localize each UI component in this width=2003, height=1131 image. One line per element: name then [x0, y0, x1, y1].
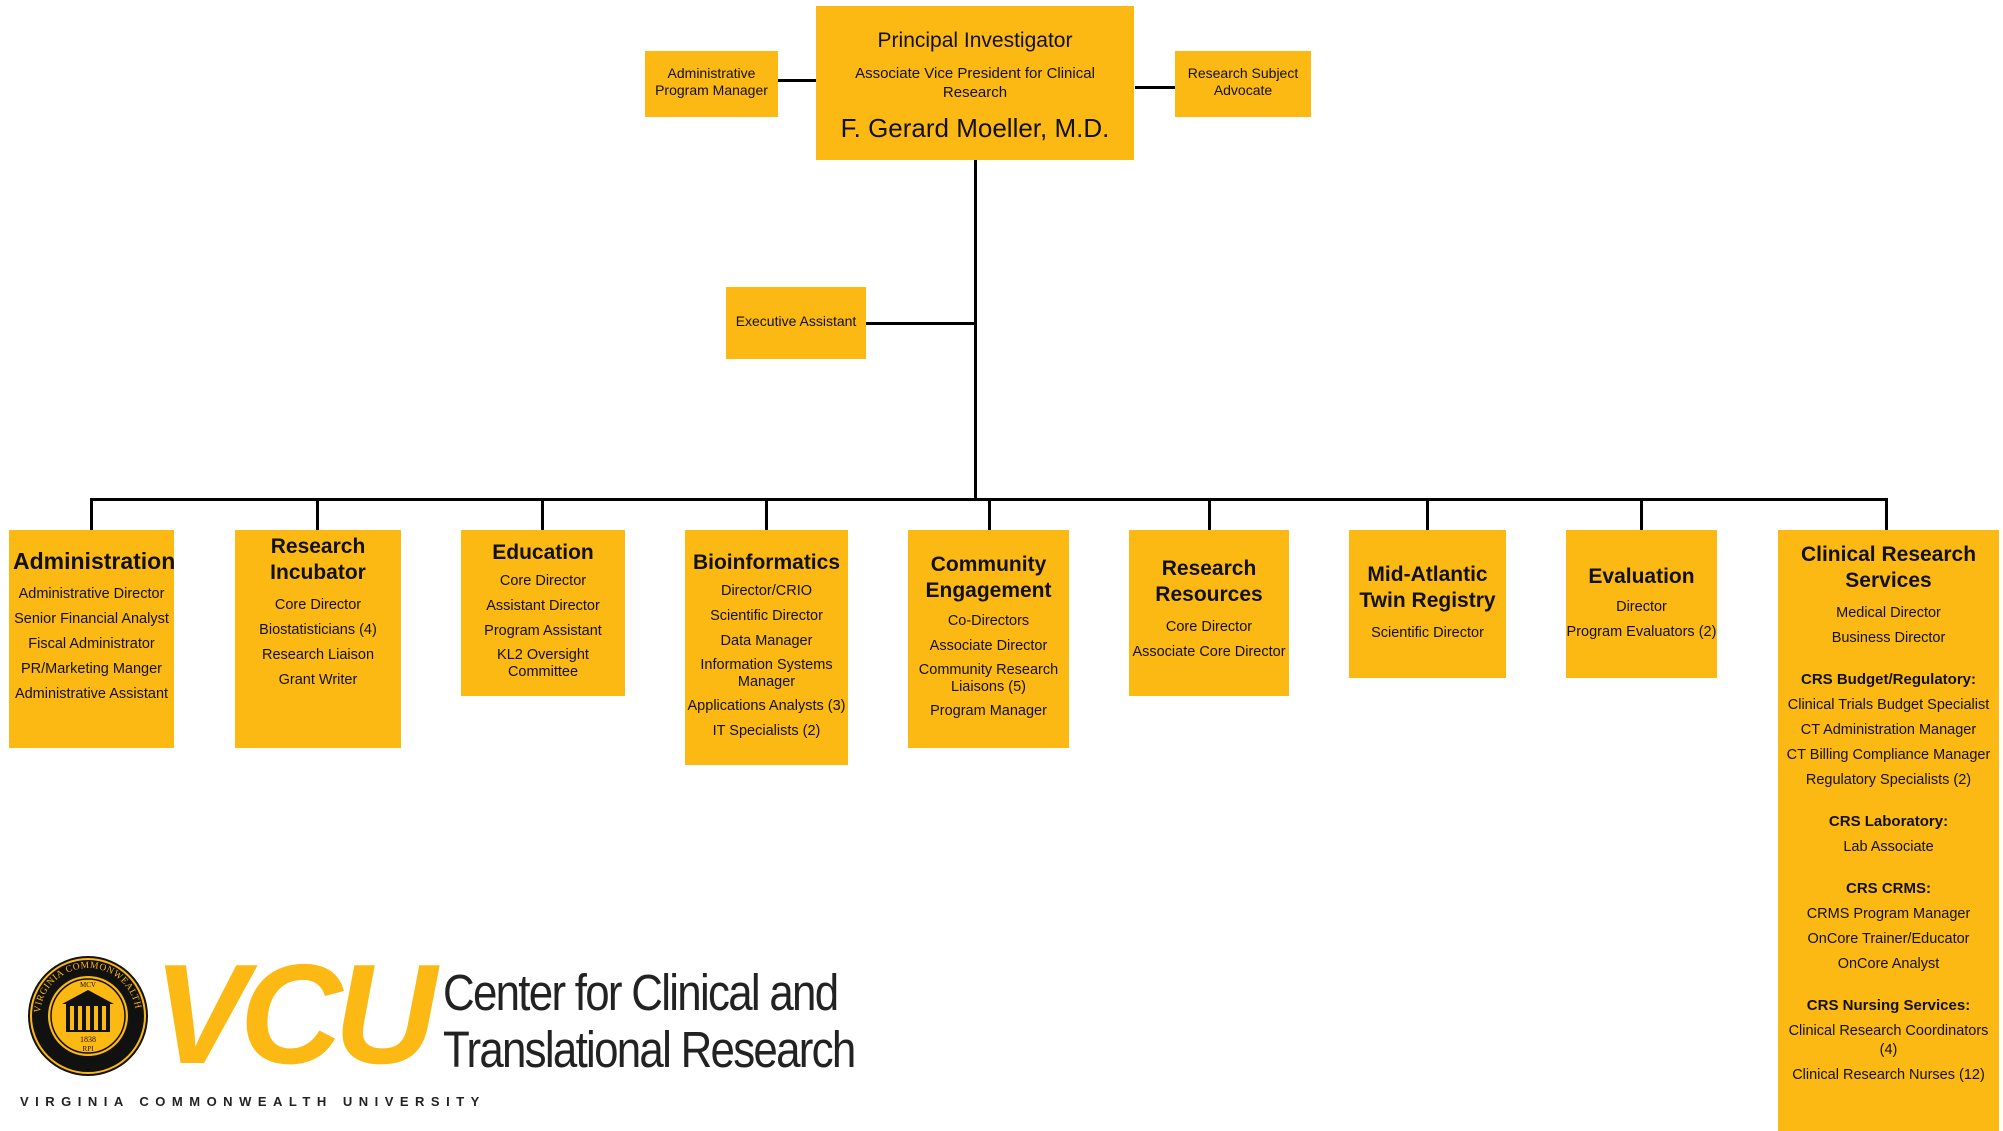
unit-title: Research Incubator — [270, 535, 366, 584]
unit-item: Scientific Director — [1371, 625, 1484, 641]
unit-item: Director/CRIO — [720, 583, 813, 599]
unit-item: Associate Director — [929, 638, 1048, 654]
crs-section-heading: CRS Budget/Regulatory: — [1800, 671, 1976, 688]
unit-item: Core Director — [499, 573, 587, 589]
unit-title: Clinical Research Services — [1800, 543, 1977, 592]
drop-education — [541, 498, 544, 530]
unit-item: Program Evaluators (2) — [1566, 624, 1717, 640]
unit-item: Administrative Assistant — [14, 686, 169, 702]
university-name: VIRGINIA COMMONWEALTH UNIVERSITY — [20, 1094, 486, 1109]
unit-item: Clinical Trials Budget Specialist — [1787, 697, 1990, 713]
drop-research-incubator — [316, 498, 319, 530]
executive-assistant-box: Executive Assistant — [726, 287, 866, 359]
admin-pm-line-2: Program Manager — [655, 82, 768, 98]
unit-item: Regulatory Specialists (2) — [1805, 772, 1972, 788]
unit-title: Mid-Atlantic Twin Registry — [1359, 563, 1496, 612]
unit-education: Education Core Director Assistant Direct… — [461, 530, 625, 696]
unit-item: PR/Marketing Manger — [20, 661, 163, 677]
drop-administration — [90, 498, 93, 530]
unit-item: Associate Core Director — [1132, 644, 1286, 660]
drop-evaluation — [1640, 498, 1643, 530]
crs-section-heading: CRS Laboratory: — [1828, 813, 1949, 830]
research-subject-advocate-box: Research Subject Advocate — [1175, 51, 1311, 117]
unit-item: Assistant Director — [486, 598, 600, 614]
seal-rpi-text: RPI — [83, 1045, 95, 1053]
unit-twin-registry: Mid-Atlantic Twin Registry Scientific Di… — [1349, 530, 1506, 678]
unit-item: Medical Director — [1836, 605, 1941, 621]
center-name: Center for Clinical and Translational Re… — [443, 964, 856, 1078]
unit-item: IT Specialists (2) — [712, 723, 821, 739]
exec-assistant-connector — [866, 322, 976, 325]
unit-item: Information Systems Manager — [700, 657, 833, 690]
vcu-wordmark: VCU — [153, 935, 437, 1094]
vcu-seal-icon: VIRGINIA COMMONWEALTH UNIVERSITY MCV 183… — [26, 954, 148, 1076]
drop-crs — [1885, 498, 1888, 530]
unit-item: Program Manager — [930, 703, 1047, 719]
unit-item: KL2 Oversight Committee — [497, 647, 589, 680]
unit-administration: Administration Administrative Director S… — [9, 530, 176, 748]
unit-item: Scientific Director — [710, 608, 823, 624]
unit-title: Education — [492, 541, 594, 564]
unit-title: Community Engagement — [925, 553, 1052, 602]
unit-research-incubator: Research Incubator Core Director Biostat… — [235, 530, 401, 748]
unit-research-resources: Research Resources Core Director Associa… — [1129, 530, 1289, 696]
center-name-line-1: Center for Clinical and — [443, 964, 839, 1021]
pi-box: Principal Investigator Associate Vice Pr… — [816, 6, 1134, 160]
unit-item: CT Administration Manager — [1800, 722, 1977, 738]
drop-twin-registry — [1426, 498, 1429, 530]
admin-program-manager-box: Administrative Program Manager — [645, 51, 778, 117]
crs-section-heading: CRS CRMS: — [1846, 880, 1931, 897]
pi-trunk-line — [974, 160, 977, 500]
unit-item: Research Liaison — [261, 647, 375, 663]
unit-item: CT Billing Compliance Manager — [1786, 747, 1991, 763]
unit-item: OnCore Trainer/Educator — [1807, 931, 1970, 947]
unit-item: Grant Writer — [278, 672, 358, 688]
seal-year-text: 1838 — [80, 1035, 96, 1044]
unit-item: CRMS Program Manager — [1806, 906, 1971, 922]
unit-item: Applications Analysts (3) — [687, 698, 846, 714]
unit-item: Community Research Liaisons (5) — [918, 662, 1059, 695]
unit-item: Co-Directors — [947, 613, 1030, 629]
unit-bioinformatics: Bioinformatics Director/CRIO Scientific … — [685, 530, 848, 765]
rsa-line-1: Research Subject — [1187, 65, 1299, 81]
drop-bioinformatics — [765, 498, 768, 530]
unit-item: Lab Associate — [1843, 839, 1934, 855]
crs-section-heading: CRS Nursing Services: — [1806, 997, 1971, 1014]
unit-title: Administration — [13, 548, 176, 574]
drop-community-engagement — [988, 498, 991, 530]
unit-item: Core Director — [1165, 619, 1253, 635]
unit-title: Bioinformatics — [692, 551, 841, 574]
pi-name: F. Gerard Moeller, M.D. — [840, 113, 1110, 143]
unit-crs: Clinical Research Services Medical Direc… — [1778, 530, 1999, 1131]
unit-item: Program Assistant — [484, 623, 602, 639]
admin-pm-line-1: Administrative — [667, 65, 756, 81]
unit-item: Core Director — [274, 597, 362, 613]
unit-item: Clinical Research Coordinators (4) — [1788, 1023, 1989, 1058]
unit-item: Senior Financial Analyst — [14, 611, 169, 627]
unit-item: Business Director — [1831, 630, 1946, 646]
drop-research-resources — [1208, 498, 1211, 530]
unit-item: Biostatisticians (4) — [259, 622, 377, 638]
vcu-cctr-logo: VIRGINIA COMMONWEALTH UNIVERSITY MCV 183… — [18, 935, 918, 1120]
unit-title: Research Resources — [1155, 557, 1263, 606]
seal-mcv-text: MCV — [80, 981, 96, 989]
unit-item: Fiscal Administrator — [28, 636, 155, 652]
unit-evaluation: Evaluation Director Program Evaluators (… — [1566, 530, 1717, 678]
unit-item: OnCore Analyst — [1837, 956, 1940, 972]
unit-item: Director — [1616, 599, 1667, 615]
unit-community-engagement: Community Engagement Co-Directors Associ… — [908, 530, 1069, 748]
admin-pm-connector — [778, 79, 817, 82]
exec-assistant-label: Executive Assistant — [735, 313, 857, 329]
unit-item: Data Manager — [720, 633, 813, 649]
unit-item: Clinical Research Nurses (12) — [1792, 1067, 1985, 1083]
pi-title: Principal Investigator — [877, 29, 1073, 52]
unit-item: Administrative Director — [18, 586, 165, 602]
pi-subtitle: Associate Vice President for Clinical Re… — [855, 65, 1095, 101]
rsa-line-2: Advocate — [1213, 82, 1273, 98]
unit-title: Evaluation — [1588, 565, 1695, 588]
rsa-connector — [1135, 86, 1175, 89]
center-name-line-2: Translational Research — [443, 1021, 856, 1078]
